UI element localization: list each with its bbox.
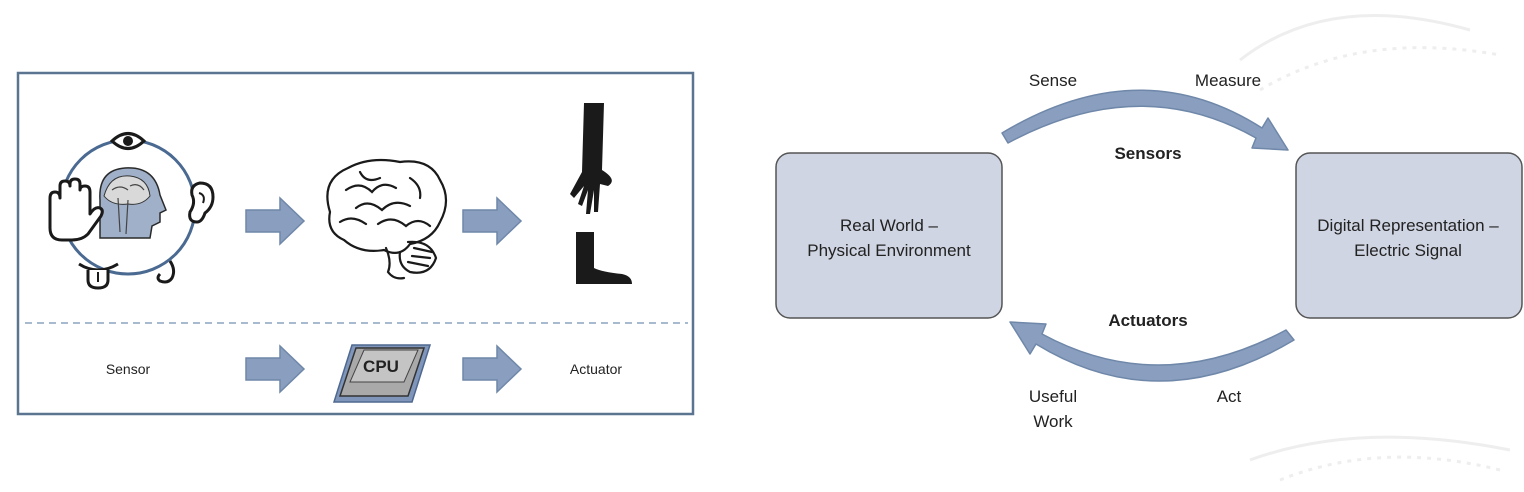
foot-icon	[576, 232, 632, 284]
eye-icon	[109, 132, 147, 150]
sensors-label: Sensors	[1114, 144, 1181, 163]
cpu-label: CPU	[363, 357, 399, 376]
actuators-curved-arrow	[1009, 321, 1295, 382]
brain-icon	[326, 158, 448, 280]
measure-label: Measure	[1195, 71, 1261, 90]
arrow-sensor-to-cpu	[245, 344, 306, 394]
actuators-label: Actuators	[1108, 311, 1187, 330]
sensor-cpu-actuator-panel: Sensor CPU Actuator	[16, 71, 695, 416]
human-senses-group	[48, 132, 215, 290]
arm-hand-icon	[570, 103, 612, 214]
sensor-label: Sensor	[106, 361, 151, 377]
watermark-seal	[1239, 13, 1511, 482]
sensors-curved-arrow	[1001, 89, 1289, 151]
cpu-chip-icon: CPU	[332, 344, 432, 403]
useful-work-label-line1: Useful	[1029, 387, 1077, 406]
head-brain-icon	[99, 167, 167, 239]
arrow-brain-to-limbs	[462, 196, 523, 246]
real-world-box	[775, 152, 1003, 319]
digital-representation-label-line2: Electric Signal	[1354, 241, 1462, 260]
arrow-cpu-to-actuator	[462, 344, 523, 394]
real-world-label-line2: Physical Environment	[807, 241, 971, 260]
ear-icon	[188, 181, 215, 224]
mouth-tongue-icon	[78, 262, 119, 290]
arrow-senses-to-brain	[245, 196, 306, 246]
hand-icon	[48, 177, 104, 242]
sensors-actuators-loop: Real World – Physical Environment Digita…	[775, 71, 1523, 431]
nose-icon	[156, 260, 176, 284]
act-label: Act	[1217, 387, 1242, 406]
sense-label: Sense	[1029, 71, 1077, 90]
digital-representation-box	[1295, 152, 1523, 319]
actuator-label: Actuator	[570, 361, 622, 377]
real-world-label-line1: Real World –	[840, 216, 938, 235]
useful-work-label-line2: Work	[1033, 412, 1073, 431]
digital-representation-label-line1: Digital Representation –	[1317, 216, 1499, 235]
